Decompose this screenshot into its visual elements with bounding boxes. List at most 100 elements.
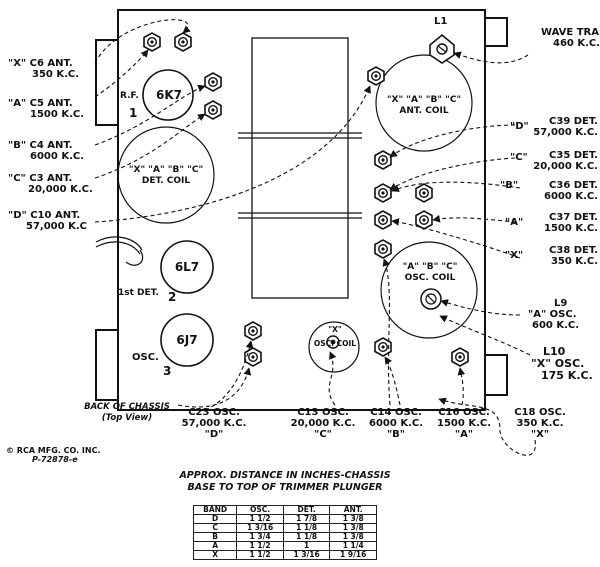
label-l10: L10 "X" OSC. 175 K.C. xyxy=(531,346,593,382)
label-c39-freq: 57,000 K.C. xyxy=(533,127,598,138)
label-c35-freq: 20,000 K.C. xyxy=(533,161,598,172)
cell-osc: 1 1/2 xyxy=(236,550,284,560)
trimmer-c10-ant[interactable] xyxy=(367,66,385,86)
ant-coil-label: "X" "A" "B" "C" ANT. COIL xyxy=(382,95,466,117)
label-c23-cap: C23 OSC. xyxy=(188,407,240,418)
trimmer-c23-osc-pair[interactable] xyxy=(244,347,262,367)
tube-rf-number: 1 xyxy=(129,106,138,120)
det-coil-label: "X" "A" "B" "C" DET. COIL xyxy=(127,165,205,187)
cell-ant: 1 9/16 xyxy=(329,550,377,560)
label-c36-freq: 6000 K.C. xyxy=(544,191,598,202)
label-c4-freq: 6000 K.C. xyxy=(30,151,84,162)
label-c37-freq: 1500 K.C. xyxy=(544,223,598,234)
label-c23-freq: 57,000 K.C. xyxy=(181,418,247,429)
label-l10-name: L10 xyxy=(543,345,566,358)
det-coil xyxy=(117,126,215,224)
cell-band: X xyxy=(192,550,238,560)
trimmer-c36-det[interactable] xyxy=(415,183,433,203)
label-c16-cap: C16 OSC. xyxy=(438,407,490,418)
label-c4-cap: C4 ANT. xyxy=(29,140,73,151)
det-coil-bands: "X" "A" "B" "C" xyxy=(128,165,204,175)
copyright-line: © RCA MFG. CO. INC. xyxy=(6,446,101,455)
label-c39-det: "D" C39 DET. 57,000 K.C. xyxy=(510,116,598,138)
label-l9-name: L9 xyxy=(554,298,568,309)
back-of-chassis-sub: (Top View) xyxy=(101,413,153,423)
tube-osc-type: 6J7 xyxy=(176,333,198,347)
l1-wave-trap-nut[interactable] xyxy=(429,33,455,64)
label-c13-cap: C13 OSC. xyxy=(297,407,349,418)
label-l10-freq: 175 K.C. xyxy=(541,369,593,382)
label-c13-band: "C" xyxy=(314,429,332,440)
trimmer-c39-det[interactable] xyxy=(374,150,392,170)
trimmer-c5-ant[interactable] xyxy=(204,72,222,92)
tube-osc xyxy=(160,313,214,367)
osc-coil-bands: "A" "B" "C" xyxy=(402,262,458,272)
label-l9-band: "A" xyxy=(528,309,547,320)
label-c14-osc: C14 OSC. 6000 K.C. "B" xyxy=(364,407,428,440)
label-c37-band: "A" xyxy=(505,217,524,228)
label-c39-cap: C39 DET. xyxy=(549,116,598,127)
trimmer-c4-ant[interactable] xyxy=(204,100,222,120)
label-c6-cap: C6 ANT. xyxy=(29,58,73,69)
trimmer-c23-osc[interactable] xyxy=(244,321,262,341)
label-c18-osc: C18 OSC. 350 K.C. "X" xyxy=(508,407,572,440)
label-c6-band: "X" xyxy=(8,58,27,69)
label-c4-ant: "B" C4 ANT. 6000 K.C. xyxy=(8,140,84,162)
label-c10-freq: 57,000 K.C xyxy=(26,221,87,232)
back-of-chassis-label: BACK OF CHASSIS (Top View) xyxy=(72,402,182,424)
label-l9: L9 "A" OSC. 600 K.C. xyxy=(528,298,579,331)
trimmer-c38-det[interactable] xyxy=(374,210,392,230)
label-c3-freq: 20,000 K.C. xyxy=(28,184,93,195)
x-osc-coil xyxy=(308,321,360,373)
label-c13-freq: 20,000 K.C. xyxy=(290,418,356,429)
label-c6-freq: 350 K.C. xyxy=(32,69,80,80)
label-c35-band: "C" xyxy=(510,152,528,163)
drawing-number: P-72878-e xyxy=(32,455,78,464)
label-c16-freq: 1500 K.C. xyxy=(437,418,491,429)
trimmer-c35-det[interactable] xyxy=(374,183,392,203)
label-c23-osc: C23 OSC. 57,000 K.C. "D" xyxy=(178,407,250,440)
cable-bundle xyxy=(95,236,144,266)
label-c10-cap: C10 ANT. xyxy=(30,210,81,221)
label-c18-freq: 350 K.C. xyxy=(516,418,564,429)
tube-det1-role: 1st DET. xyxy=(118,288,159,298)
trimmer-c6-ant-pair[interactable] xyxy=(174,32,192,52)
tube-rf xyxy=(142,69,194,121)
table-row: X 1 1/2 1 3/16 1 9/16 xyxy=(192,550,377,560)
det-coil-name: DET. COIL xyxy=(141,176,191,186)
label-c38-det: "X" C38 DET. 350 K.C. xyxy=(505,245,598,267)
trimmer-det-b[interactable] xyxy=(374,239,392,259)
back-of-chassis-title: BACK OF CHASSIS xyxy=(84,402,170,412)
label-c5-band: "A" xyxy=(8,98,27,109)
label-c37-det: "A" C37 DET. 1500 K.C. xyxy=(505,212,598,234)
l10-slug[interactable] xyxy=(326,335,340,349)
leader-lines xyxy=(94,19,536,456)
gang-capacitor xyxy=(238,37,362,299)
x-osc-coil-band: "X" xyxy=(328,325,342,334)
chassis-outline xyxy=(95,9,508,411)
label-c16-osc: C16 OSC. 1500 K.C. "A" xyxy=(432,407,496,440)
x-osc-coil-name: OSC. COIL xyxy=(313,339,357,348)
x-osc-coil-label: "X" OSC. COIL xyxy=(305,325,365,353)
label-c35-cap: C35 DET. xyxy=(549,150,598,161)
label-c14-freq: 6000 K.C. xyxy=(369,418,423,429)
label-c13-osc: C13 OSC. 20,000 K.C. "C" xyxy=(287,407,359,440)
label-c14-band: "B" xyxy=(386,429,406,440)
label-c16-band: "A" xyxy=(454,429,474,440)
table-title-line1: APPROX. DISTANCE IN INCHES-CHASSIS xyxy=(179,470,391,481)
tube-det1-type: 6L7 xyxy=(174,260,200,274)
l1-label: L1 xyxy=(434,16,448,27)
tube-rf-role: R.F. xyxy=(120,91,139,101)
label-c18-cap: C18 OSC. xyxy=(514,407,566,418)
tube-rf-type: 6K7 xyxy=(156,88,182,102)
trimmer-c6-ant[interactable] xyxy=(143,32,161,52)
trimmer-distance-table: BAND OSC. DET. ANT. D 1 1/2 1 7/8 1 3/8 … xyxy=(192,505,377,560)
osc-coil-label: "A" "B" "C" OSC. COIL xyxy=(394,262,466,284)
trimmer-c16-osc[interactable] xyxy=(451,347,469,367)
label-c5-ant: "A" C5 ANT. 1500 K.C. xyxy=(8,98,84,120)
l9-slug[interactable] xyxy=(420,288,442,310)
label-l10-band: "X" xyxy=(531,357,551,370)
tube-det1-number: 2 xyxy=(168,290,177,304)
tube-det1 xyxy=(160,240,214,294)
